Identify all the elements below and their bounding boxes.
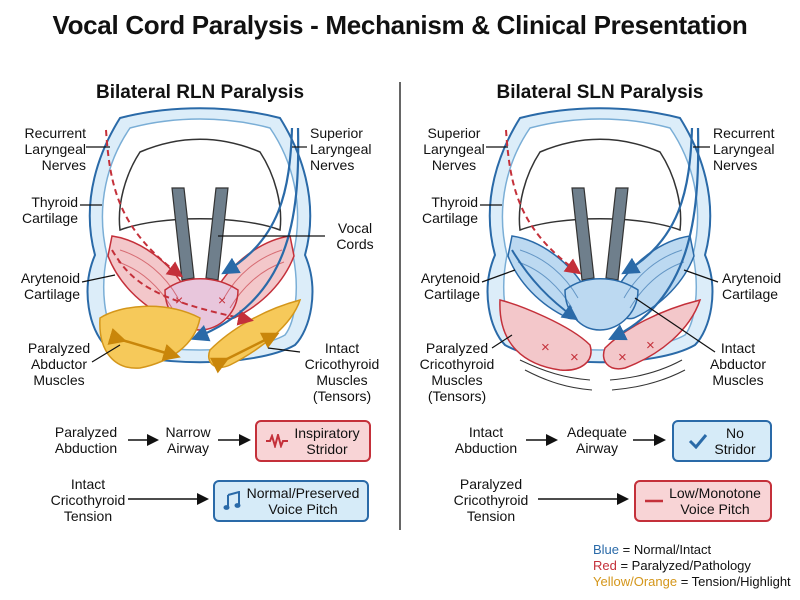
right-recurrent-nerve-path bbox=[621, 127, 694, 275]
left-vocal-cord-r bbox=[205, 187, 229, 281]
svg-text:×: × bbox=[218, 292, 226, 308]
left-recurrent-nerve-path bbox=[105, 129, 184, 278]
checkmark-icon bbox=[688, 433, 708, 449]
waveform-icon bbox=[266, 434, 289, 448]
svg-text:×: × bbox=[541, 339, 550, 356]
right-cricothyroid-muscle-l bbox=[499, 299, 592, 371]
right-vocal-cord-l bbox=[571, 187, 595, 281]
right-vocal-cord-r bbox=[605, 187, 629, 281]
color-legend: Blue = Normal/Intact Red = Paralyzed/Pat… bbox=[593, 542, 791, 589]
right-larynx-illustration: × × × × bbox=[486, 107, 714, 391]
svg-text:×: × bbox=[618, 349, 627, 366]
right-superior-nerve-path bbox=[505, 129, 582, 275]
music-note-icon bbox=[223, 491, 241, 511]
svg-text:×: × bbox=[646, 337, 655, 354]
svg-text:×: × bbox=[570, 349, 579, 366]
page-title: Vocal Cord Paralysis - Mechanism & Clini… bbox=[52, 10, 748, 40]
left-panel-title: Bilateral RLN Paralysis bbox=[95, 82, 305, 103]
left-larynx-illustration: × × bbox=[86, 107, 314, 374]
left-superior-nerve-path bbox=[221, 127, 294, 275]
svg-text:×: × bbox=[175, 292, 183, 308]
right-panel-title: Bilateral SLN Paralysis bbox=[496, 82, 704, 103]
right-cricothyroid-muscle-r bbox=[602, 298, 702, 370]
flat-line-icon bbox=[645, 498, 664, 504]
left-vocal-cord-l bbox=[171, 187, 195, 281]
